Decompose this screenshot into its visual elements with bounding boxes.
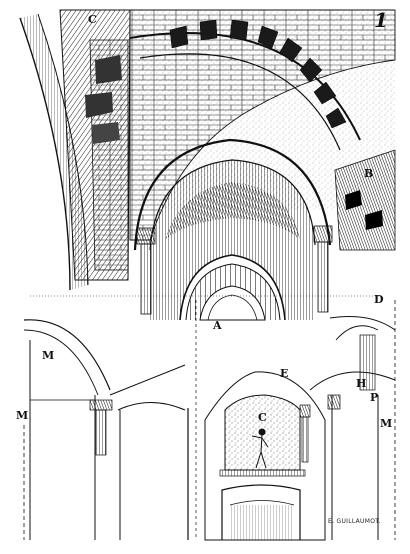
label-m-right: M [380, 417, 393, 430]
label-m-left-lower: M [16, 409, 29, 422]
label-c-niche: C [258, 411, 267, 424]
label-p: P [370, 391, 379, 404]
plate-number: 1 [374, 8, 388, 32]
arch-voussoirs [169, 19, 347, 129]
label-c-top: C [88, 13, 97, 26]
label-d: D [374, 293, 384, 306]
label-h: H [356, 377, 367, 390]
label-a: A [213, 319, 222, 332]
upper-vault-perspective [19, 9, 396, 321]
label-m-left-upper: M [42, 349, 55, 362]
label-b: B [364, 167, 374, 180]
label-e: E [280, 367, 289, 380]
engraver-credit: E. GUILLAUMOT. [328, 518, 381, 525]
right-capital-column [313, 225, 333, 313]
niche-statue-figure [251, 428, 269, 469]
left-capital-column [136, 227, 156, 315]
lower-section-views [23, 300, 396, 541]
